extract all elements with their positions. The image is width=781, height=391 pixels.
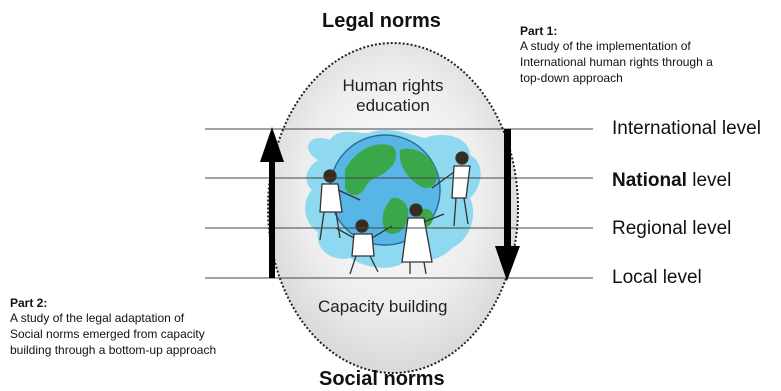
part2-line-3: building through a bottom-up approach bbox=[10, 343, 217, 357]
level-national-rest: level bbox=[686, 170, 732, 191]
part2-note: Part 2: A study of the legal adaptation … bbox=[10, 296, 216, 358]
level-national: National level bbox=[612, 170, 731, 192]
people-illustration bbox=[319, 151, 471, 275]
circle-top-line-2: education bbox=[356, 96, 430, 115]
part1-line-3: top-down approach bbox=[520, 71, 623, 85]
level-international: International level bbox=[612, 118, 761, 139]
level-regional: Regional level bbox=[612, 218, 732, 239]
part2-line-2: Social norms emerged from capacity bbox=[10, 327, 205, 341]
circle-top-line-1: Human rights bbox=[342, 76, 444, 95]
social-norms-title: Social norms bbox=[319, 368, 445, 390]
top-down-arrow bbox=[495, 129, 520, 281]
level-local: Local level bbox=[612, 267, 702, 288]
legal-norms-title: Legal norms bbox=[322, 10, 441, 32]
part2-heading: Part 2: bbox=[10, 296, 48, 310]
bottom-up-arrow bbox=[260, 127, 284, 278]
circle-bottom-text: Capacity building bbox=[318, 297, 448, 316]
part1-note: Part 1: A study of the implementation of… bbox=[520, 24, 713, 86]
part1-line-1: A study of the implementation of bbox=[520, 39, 691, 53]
circle-top-text: Human rights education bbox=[331, 76, 455, 116]
part1-heading: Part 1: bbox=[520, 24, 558, 38]
part1-line-2: International human rights through a bbox=[520, 55, 713, 69]
part2-line-1: A study of the legal adaptation of bbox=[10, 311, 185, 325]
level-national-bold: National bbox=[612, 170, 687, 191]
